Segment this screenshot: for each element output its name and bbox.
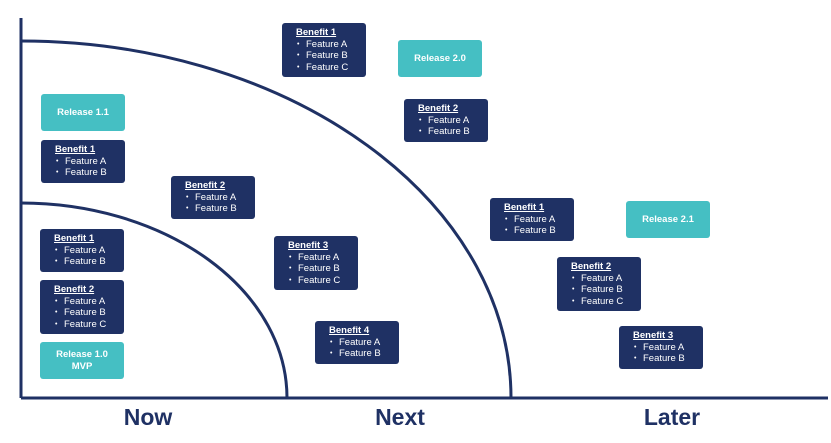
feature-item: Feature B — [505, 225, 568, 237]
benefit-card[interactable]: Benefit 2 Feature A Feature B Feature C — [40, 280, 124, 334]
release-1-0-label: Release 1.0 — [56, 348, 108, 360]
benefit-title: Benefit 2 — [54, 284, 95, 295]
feature-item: Feature B — [55, 307, 118, 319]
next-label: Next — [375, 404, 425, 430]
feature-item: Feature A — [56, 156, 119, 168]
feature-item: Feature B — [572, 284, 635, 296]
feature-list: Feature A Feature B — [634, 342, 697, 365]
benefit-card[interactable]: Benefit 3 Feature A Feature B Feature C — [274, 236, 358, 290]
feature-item: Feature B — [634, 353, 697, 365]
later-label: Later — [643, 404, 701, 430]
benefit-card[interactable]: Benefit 2 Feature A Feature B — [171, 176, 255, 219]
release-2-0-card[interactable]: Release 2.0 — [398, 40, 482, 77]
feature-item: Feature A — [55, 296, 118, 308]
feature-item: Feature C — [55, 319, 118, 331]
feature-item: Feature B — [297, 50, 360, 62]
benefit-card[interactable]: Benefit 4 Feature A Feature B — [315, 321, 399, 364]
release-2-0-label: Release 2.0 — [414, 52, 466, 64]
feature-list: Feature A Feature B — [56, 156, 119, 179]
benefit-title: Benefit 2 — [418, 103, 459, 114]
benefit-card[interactable]: Benefit 1 Feature A Feature B — [40, 229, 124, 272]
feature-item: Feature A — [186, 192, 249, 204]
benefit-title: Benefit 3 — [288, 240, 329, 251]
feature-item: Feature A — [505, 214, 568, 226]
benefit-title: Benefit 2 — [571, 261, 612, 272]
feature-list: Feature A Feature B Feature C — [55, 296, 118, 331]
benefit-title: Benefit 3 — [633, 330, 674, 341]
release-2-1-label: Release 2.1 — [642, 213, 694, 225]
benefit-title: Benefit 1 — [55, 144, 96, 155]
benefit-title: Benefit 1 — [296, 27, 337, 38]
feature-item: Feature A — [330, 337, 393, 349]
release-1-1-label: Release 1.1 — [57, 106, 109, 118]
feature-item: Feature C — [289, 275, 352, 287]
feature-item: Feature C — [297, 62, 360, 74]
release-1-0-sublabel: MVP — [71, 360, 93, 372]
feature-item: Feature A — [419, 115, 482, 127]
benefit-title: Benefit 1 — [504, 202, 545, 213]
feature-item: Feature C — [572, 296, 635, 308]
feature-list: Feature A Feature B — [55, 245, 118, 268]
benefit-card[interactable]: Benefit 2 Feature A Feature B Feature C — [557, 257, 641, 311]
feature-item: Feature B — [56, 167, 119, 179]
feature-list: Feature A Feature B Feature C — [297, 39, 360, 74]
now-label: Now — [123, 404, 173, 430]
benefit-card[interactable]: Benefit 1 Feature A Feature B — [41, 140, 125, 183]
feature-item: Feature A — [634, 342, 697, 354]
release-1-0-card[interactable]: Release 1.0 MVP — [40, 342, 124, 379]
feature-item: Feature A — [572, 273, 635, 285]
benefit-card[interactable]: Benefit 3 Feature A Feature B — [619, 326, 703, 369]
feature-list: Feature A Feature B — [330, 337, 393, 360]
benefit-card[interactable]: Benefit 1 Feature A Feature B Feature C — [282, 23, 366, 77]
feature-item: Feature B — [55, 256, 118, 268]
feature-item: Feature B — [330, 348, 393, 360]
now-boundary-arc — [20, 201, 289, 399]
next-boundary-arc — [20, 39, 513, 399]
feature-item: Feature A — [297, 39, 360, 51]
feature-item: Feature B — [419, 126, 482, 138]
benefit-card[interactable]: Benefit 1 Feature A Feature B — [490, 198, 574, 241]
feature-item: Feature B — [289, 263, 352, 275]
feature-list: Feature A Feature B — [186, 192, 249, 215]
feature-item: Feature B — [186, 203, 249, 215]
feature-item: Feature A — [55, 245, 118, 257]
benefit-title: Benefit 1 — [54, 233, 95, 244]
feature-list: Feature A Feature B Feature C — [572, 273, 635, 308]
benefit-card[interactable]: Benefit 2 Feature A Feature B — [404, 99, 488, 142]
benefit-title: Benefit 2 — [185, 180, 226, 191]
feature-list: Feature A Feature B — [419, 115, 482, 138]
feature-list: Feature A Feature B Feature C — [289, 252, 352, 287]
feature-list: Feature A Feature B — [505, 214, 568, 237]
feature-item: Feature A — [289, 252, 352, 264]
release-2-1-card[interactable]: Release 2.1 — [626, 201, 710, 238]
benefit-title: Benefit 4 — [329, 325, 370, 336]
release-1-1-card[interactable]: Release 1.1 — [41, 94, 125, 131]
